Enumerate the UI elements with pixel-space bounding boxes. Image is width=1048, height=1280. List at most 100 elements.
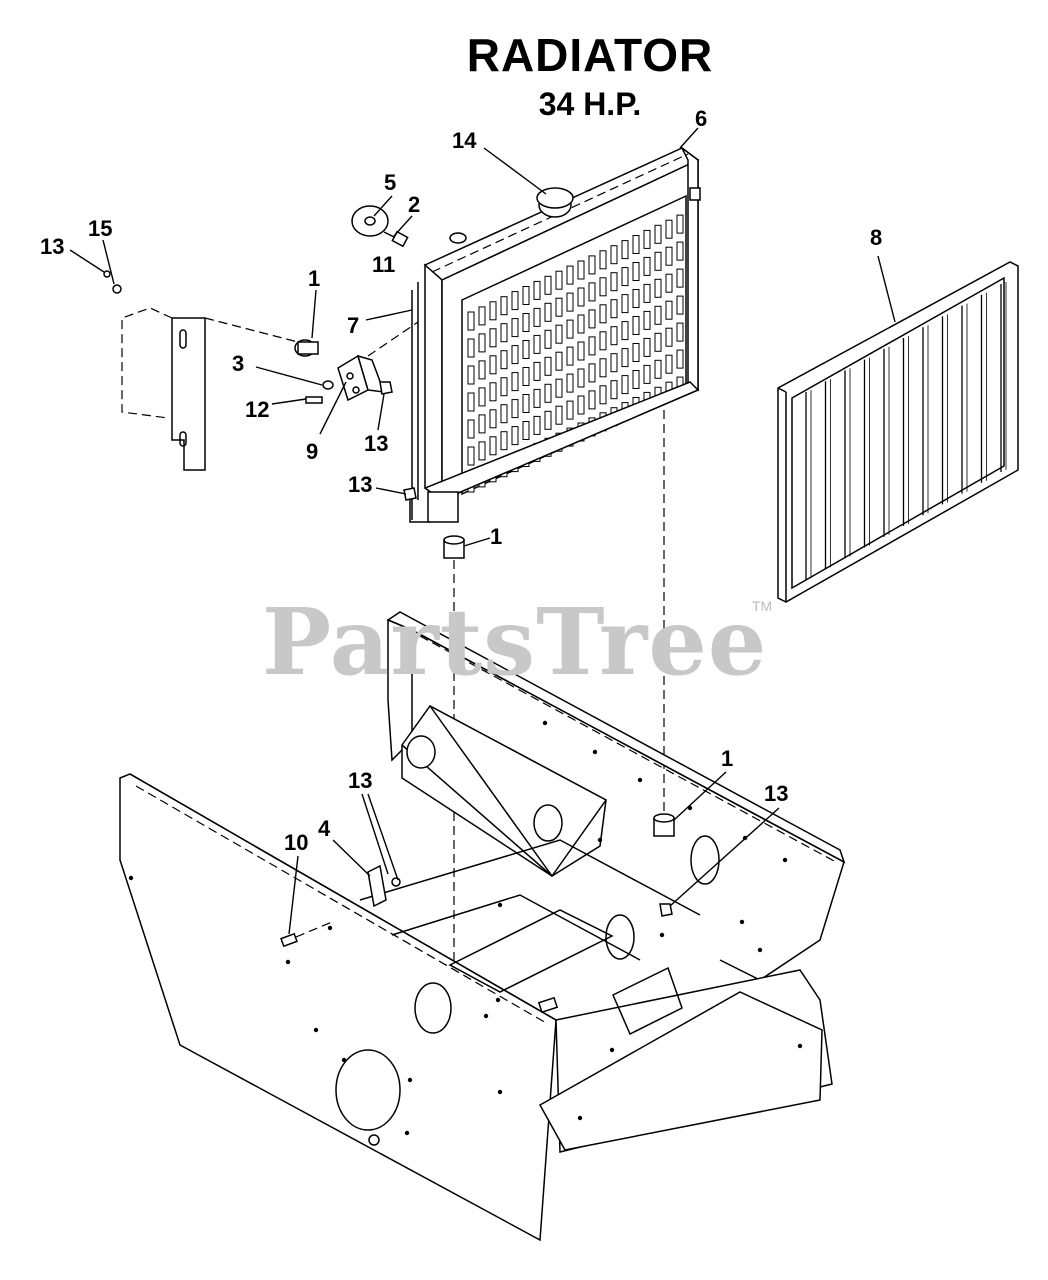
radiator-fin bbox=[522, 394, 530, 413]
radiator-fin bbox=[500, 350, 508, 370]
callout-9: 9 bbox=[306, 439, 318, 464]
radiator-fin bbox=[500, 404, 508, 424]
callout-labels: 14 6 5 2 11 13 15 1 7 3 12 9 13 13 1 8 1… bbox=[40, 106, 882, 855]
radiator-fin bbox=[467, 338, 475, 358]
radiator-fin bbox=[533, 280, 541, 300]
radiator-fin bbox=[500, 377, 508, 397]
radiator-fin bbox=[665, 219, 673, 239]
mounting-hole bbox=[797, 1043, 803, 1049]
radiator-fin bbox=[588, 336, 596, 356]
radiator-fin bbox=[511, 318, 519, 338]
callout-13: 13 bbox=[364, 431, 388, 456]
radiator-fin bbox=[588, 363, 596, 383]
mounting-hole bbox=[128, 875, 134, 881]
callout-8: 8 bbox=[870, 225, 882, 250]
radiator-fin bbox=[511, 399, 519, 419]
radiator-fin bbox=[676, 268, 684, 288]
mounting-hole bbox=[313, 1027, 319, 1033]
radiator-fin bbox=[544, 329, 552, 349]
radiator-fin bbox=[577, 341, 585, 361]
radiator-fin bbox=[676, 349, 684, 369]
radiator-fin bbox=[610, 326, 618, 346]
mounting-hole bbox=[757, 947, 763, 953]
watermark: PartsTree bbox=[262, 588, 768, 696]
radiator-fin bbox=[566, 400, 574, 420]
radiator-fin bbox=[599, 277, 607, 297]
mounting-hole bbox=[483, 1013, 489, 1019]
radiator-fin bbox=[467, 446, 475, 466]
radiator-fin bbox=[511, 291, 519, 311]
radiator-fin bbox=[588, 309, 596, 329]
callout-14: 14 bbox=[452, 128, 477, 153]
radiator-fin bbox=[566, 346, 574, 366]
radiator-fin bbox=[577, 395, 585, 415]
radiator-fin bbox=[610, 245, 618, 265]
radiator-fin bbox=[599, 304, 607, 324]
callout-11: 11 bbox=[372, 252, 395, 277]
radiator-fin bbox=[610, 272, 618, 292]
callout-13: 13 bbox=[348, 472, 372, 497]
mount-bracket-left bbox=[103, 270, 299, 471]
grille-slats bbox=[805, 282, 1007, 580]
radiator-fin bbox=[654, 359, 662, 379]
radiator-fin bbox=[599, 250, 607, 270]
radiator-fin bbox=[566, 373, 574, 393]
chassis-frame bbox=[119, 611, 846, 1242]
mounting-hole bbox=[407, 1077, 413, 1083]
radiator-assembly bbox=[411, 147, 701, 523]
mounting-hole bbox=[285, 959, 291, 965]
radiator-fin bbox=[654, 251, 662, 271]
radiator-fin bbox=[577, 314, 585, 334]
callout-10: 10 bbox=[284, 830, 308, 855]
radiator-fin bbox=[621, 321, 629, 341]
radiator-fin bbox=[533, 361, 541, 381]
radiator-fin bbox=[632, 343, 640, 362]
radiator-fin bbox=[599, 385, 607, 405]
mounting-hole bbox=[739, 919, 745, 925]
radiator-fin bbox=[555, 324, 563, 344]
mounting-hole bbox=[497, 1089, 503, 1095]
radiator-fin bbox=[577, 260, 585, 280]
callout-12: 12 bbox=[245, 397, 269, 422]
mounting-hole bbox=[495, 997, 501, 1003]
radiator-fin bbox=[500, 431, 508, 451]
radiator-fin bbox=[643, 229, 651, 249]
callout-6: 6 bbox=[695, 106, 707, 131]
mounting-hole bbox=[542, 720, 548, 726]
radiator-fin bbox=[522, 286, 530, 305]
radiator-fin bbox=[489, 409, 497, 429]
radiator-fin bbox=[665, 354, 673, 374]
radiator-fin bbox=[544, 275, 552, 295]
grille-screen bbox=[777, 261, 1019, 603]
radiator-fin bbox=[676, 214, 684, 234]
radiator-fin bbox=[632, 262, 640, 281]
radiator-fin bbox=[643, 364, 651, 384]
radiator-fin bbox=[511, 345, 519, 365]
callout-15: 15 bbox=[88, 216, 112, 241]
radiator-fin bbox=[621, 240, 629, 260]
radiator-fin bbox=[478, 441, 486, 461]
radiator-fin bbox=[665, 273, 673, 293]
radiator-fin bbox=[467, 392, 475, 412]
radiator-fin bbox=[555, 270, 563, 290]
watermark-trademark: TM bbox=[752, 598, 773, 614]
radiator-fin bbox=[632, 289, 640, 308]
callout-13: 13 bbox=[40, 234, 64, 259]
radiator-fin bbox=[522, 421, 530, 440]
radiator-fin bbox=[654, 332, 662, 352]
radiator-fin bbox=[544, 383, 552, 403]
mount-disc bbox=[351, 205, 409, 248]
radiator-fin bbox=[522, 367, 530, 386]
radiator-fin bbox=[511, 426, 519, 446]
radiator-fin bbox=[676, 322, 684, 342]
radiator-fin bbox=[522, 340, 530, 359]
diagram-title: RADIATOR bbox=[466, 29, 714, 81]
callout-2: 2 bbox=[408, 192, 420, 217]
radiator-fin bbox=[555, 297, 563, 317]
radiator-fin bbox=[500, 296, 508, 316]
radiator-fin bbox=[478, 306, 486, 326]
radiator-fin bbox=[632, 235, 640, 254]
radiator-fin bbox=[665, 300, 673, 320]
callout-13: 13 bbox=[348, 768, 372, 793]
